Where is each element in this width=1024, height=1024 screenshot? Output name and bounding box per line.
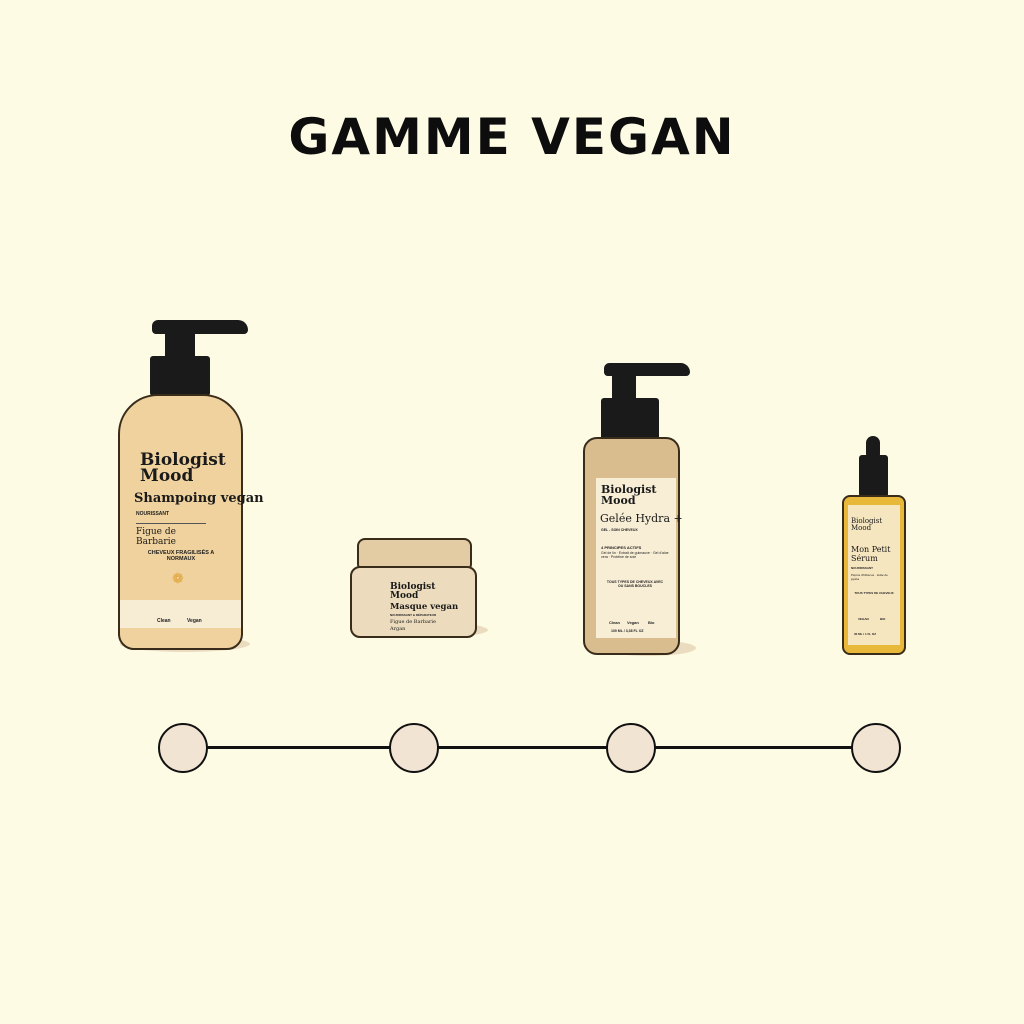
page-title: GAMME VEGAN xyxy=(288,108,736,166)
product-name: Masque vegan xyxy=(390,602,459,612)
volume: 100 ML / 3,38 FL OZ xyxy=(611,629,644,633)
badge-vegan: VEGAN xyxy=(858,617,869,621)
product-name: Shampoing vegan xyxy=(134,491,264,506)
dropper-icon xyxy=(866,436,880,456)
badge-bio: BIO xyxy=(880,617,886,621)
badge-vegan: Vegan xyxy=(187,618,202,624)
timeline-dot-1[interactable] xyxy=(158,723,208,773)
product-subtitle: NOURRISSANT & RÉPARATEUR xyxy=(390,613,437,617)
hair-type: CHEVEUX FRAGILISÉS A NORMAUX xyxy=(147,550,215,562)
product-name: Gelée Hydra + xyxy=(600,512,683,525)
actives-title: 4 PRINCIPES ACTIFS xyxy=(601,545,642,550)
product-subtitle: NOURRISSANT xyxy=(851,566,874,570)
ingredient-2: Argan xyxy=(390,626,406,632)
brand: Biologist Mood xyxy=(390,582,436,601)
brand: Biologist Mood xyxy=(140,450,226,486)
badge-clean: Clean xyxy=(609,620,620,625)
ingredient: Figue de Barbarie xyxy=(136,523,206,547)
actives: Gel de lin · Extrait de guimauve · Gel d… xyxy=(601,551,669,559)
badge-bio: Bio xyxy=(648,620,655,625)
product-name: Mon Petit Sérum xyxy=(851,545,891,563)
volume: 30 ML / 1 FL OZ xyxy=(854,632,877,636)
timeline-line xyxy=(183,746,876,749)
timeline-dot-2[interactable] xyxy=(389,723,439,773)
brand: Biologist Mood xyxy=(851,517,883,532)
product-subtitle: NOURISSANT xyxy=(136,511,170,517)
hair-type: TOUS TYPES DE CHEVEUX AVEC OU SANS BOUCL… xyxy=(606,580,664,588)
flower-icon: ❁ xyxy=(172,570,184,586)
badge-vegan: Vegan xyxy=(627,620,639,625)
badge-clean: Clean xyxy=(157,618,171,624)
timeline-dot-4[interactable] xyxy=(851,723,901,773)
brand: Biologist Mood xyxy=(601,483,657,507)
actives: Pépins d'hibiscus · Huile de jojoba xyxy=(851,573,888,581)
timeline-dot-3[interactable] xyxy=(606,723,656,773)
ingredient: Figue de Barbarie xyxy=(390,619,436,625)
hair-type: TOUS TYPES DE CHEVEUX xyxy=(854,591,894,595)
product-subtitle: GEL - SOIN CHEVEUX xyxy=(601,528,638,532)
